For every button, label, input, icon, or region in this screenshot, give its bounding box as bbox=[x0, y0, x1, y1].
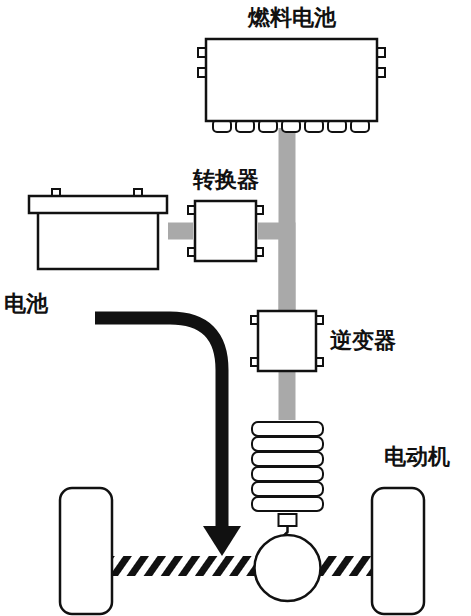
power-flow-arrowhead bbox=[203, 526, 241, 556]
node-shape bbox=[250, 420, 325, 603]
node-shape bbox=[193, 200, 258, 262]
battery-body bbox=[38, 211, 158, 269]
component-label: 电动机 bbox=[384, 445, 450, 469]
node-shape bbox=[28, 195, 168, 270]
node-shape bbox=[205, 38, 378, 128]
component-label: 逆变器 bbox=[330, 329, 396, 353]
motor-circle bbox=[255, 535, 321, 601]
axle bbox=[110, 556, 374, 576]
battery-cover bbox=[29, 196, 167, 213]
power-bus bbox=[279, 128, 296, 310]
inverter-box: 逆变器 bbox=[256, 310, 318, 372]
coil-ridge bbox=[252, 422, 323, 436]
battery-box: 电池 bbox=[28, 195, 168, 270]
coil-ridge bbox=[252, 482, 323, 496]
coil-base bbox=[279, 514, 297, 526]
component-label: 电池 bbox=[4, 292, 48, 316]
component-label: 转换器 bbox=[193, 168, 259, 192]
fuel-cell-outline bbox=[206, 39, 377, 121]
coil-ridge bbox=[252, 497, 323, 511]
coil-ridge bbox=[252, 437, 323, 451]
right-wheel bbox=[372, 488, 424, 614]
fuel-cell-box: 燃料电池 bbox=[205, 38, 378, 128]
power-flow-arrow bbox=[95, 318, 222, 528]
module-outline bbox=[195, 201, 256, 261]
left-wheel bbox=[60, 488, 112, 614]
converter-box: 转换器 bbox=[193, 200, 258, 262]
power-bus bbox=[279, 372, 296, 420]
node-shape bbox=[256, 310, 318, 372]
module-outline bbox=[258, 311, 316, 371]
motor-assembly: 电动机 bbox=[250, 420, 325, 603]
coil-ridge bbox=[252, 452, 323, 466]
coil-ridge bbox=[252, 467, 323, 481]
power-bus bbox=[168, 223, 193, 240]
component-label: 燃料电池 bbox=[248, 6, 336, 30]
